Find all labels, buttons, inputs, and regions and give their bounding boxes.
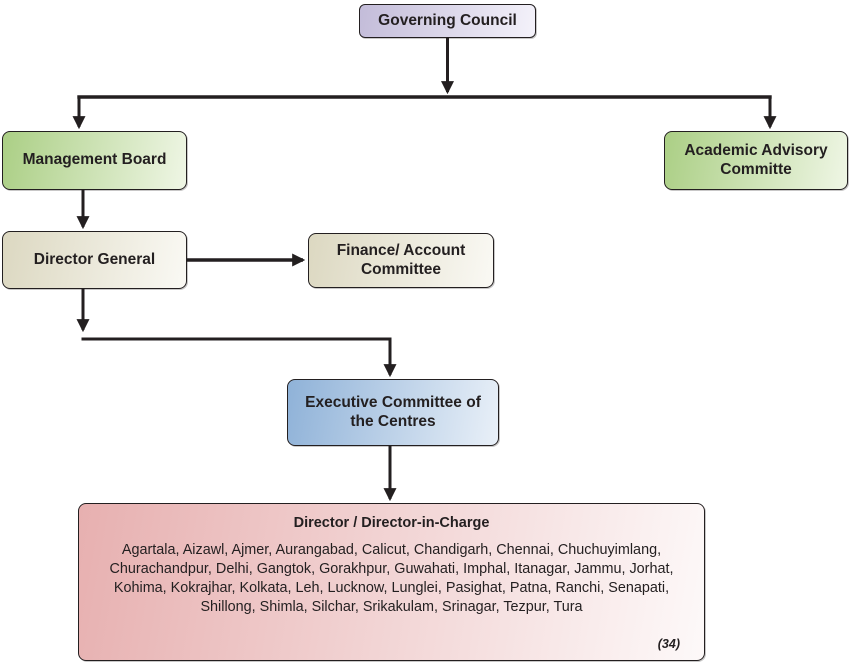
directors-centres-list: Agartala, Aizawl, Ajmer, Aurangabad, Cal… [109, 541, 674, 615]
node-executive-committee: Executive Committee of the Centres [287, 379, 499, 446]
finance-account-committee-label: Finance/ Account Committee [336, 241, 466, 278]
academic-advisory-committee-label: Academic Advisory Committe [684, 141, 828, 178]
executive-committee-label: Executive Committee of the Centres [305, 393, 481, 430]
node-director-general: Director General [2, 231, 187, 289]
directors-count-badge: (34) [657, 636, 680, 651]
node-management-board: Management Board [2, 131, 187, 190]
node-governing-council: Governing Council [359, 4, 536, 38]
node-directors: Director / Director-in-Charge Agartala, … [78, 503, 705, 661]
director-general-label: Director General [33, 250, 156, 268]
directors-title: Director / Director-in-Charge [293, 515, 490, 531]
management-board-label: Management Board [22, 151, 167, 169]
governing-council-label: Governing Council [378, 11, 517, 29]
node-finance-account-committee: Finance/ Account Committee [308, 233, 494, 288]
node-academic-advisory-committee: Academic Advisory Committe [664, 131, 848, 190]
